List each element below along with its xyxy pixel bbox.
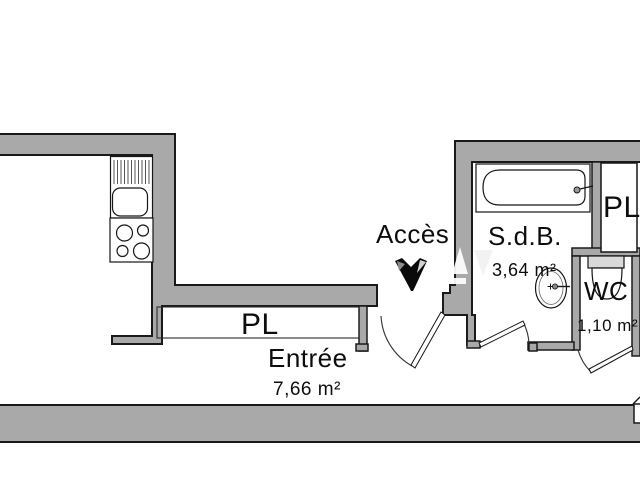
acces-label: Accès (376, 219, 450, 249)
wc-wall-right (631, 255, 640, 357)
bathroom-fixtures (475, 163, 625, 309)
washbasin-faucet-icon (552, 283, 559, 290)
pl-upper-label: PL (603, 191, 640, 224)
burner-large-2 (132, 242, 151, 260)
watermark-triangle-faint (474, 250, 493, 276)
bathtub-faucet-pipe (579, 185, 594, 190)
doors (380, 311, 634, 374)
wall-bottom-notch (633, 403, 640, 424)
bathtub-icon (482, 169, 586, 206)
washbasin-inner-rim (538, 271, 564, 305)
wall-bottom (0, 404, 640, 443)
wc-room-label: WC (584, 276, 629, 306)
entree-door-jamb-foot (355, 343, 369, 352)
sdb-area-label: 3,64 m² (492, 260, 557, 280)
entree-door-arc (380, 315, 413, 367)
wc-door-leaf (588, 345, 634, 374)
pl-upper-room-outline (600, 162, 638, 253)
wall-kitchen-entree (0, 133, 378, 345)
sdb-room-label: S.d.B. (488, 221, 562, 251)
bathtub-faucet-icon (573, 186, 581, 194)
kitchen-block (109, 155, 154, 263)
kitchen-sink-icon (111, 187, 149, 217)
watermark-bar-white (452, 278, 466, 284)
burner-large-1 (115, 224, 134, 242)
wc-door-arc (577, 349, 591, 372)
entry-arrow-facet-left (397, 261, 405, 271)
pl-closet-label: PL (241, 308, 279, 341)
entree-area-label: 7,66 m² (273, 379, 341, 400)
pl-closet-outline (156, 306, 360, 339)
burner-small-1 (136, 224, 150, 237)
wc-wall-left (571, 255, 581, 351)
sdb-door-leaf (478, 320, 526, 348)
burner-small-2 (116, 244, 129, 258)
room-outlines (156, 162, 638, 339)
wall-bottom-end-tick (632, 396, 640, 405)
wc-area-label: 1,10 m² (577, 316, 639, 335)
watermark-triangle-white (452, 247, 468, 274)
entree-door-leaf (410, 311, 446, 369)
kitchen-drainer-icon (113, 160, 150, 184)
entree-room-label: Entrée (268, 343, 348, 373)
entry-arrow-facet-right (417, 260, 426, 273)
sdb-door-right-jamb (528, 342, 538, 352)
watermark-logo (452, 247, 493, 284)
toilet-tank-icon (587, 255, 625, 269)
sdb-wall-bottom (527, 341, 575, 351)
entry-arrow-icon (395, 258, 427, 291)
walls (0, 133, 640, 443)
sdb-door-left-jamb (466, 340, 481, 349)
toilet-bowl-icon (591, 267, 623, 300)
